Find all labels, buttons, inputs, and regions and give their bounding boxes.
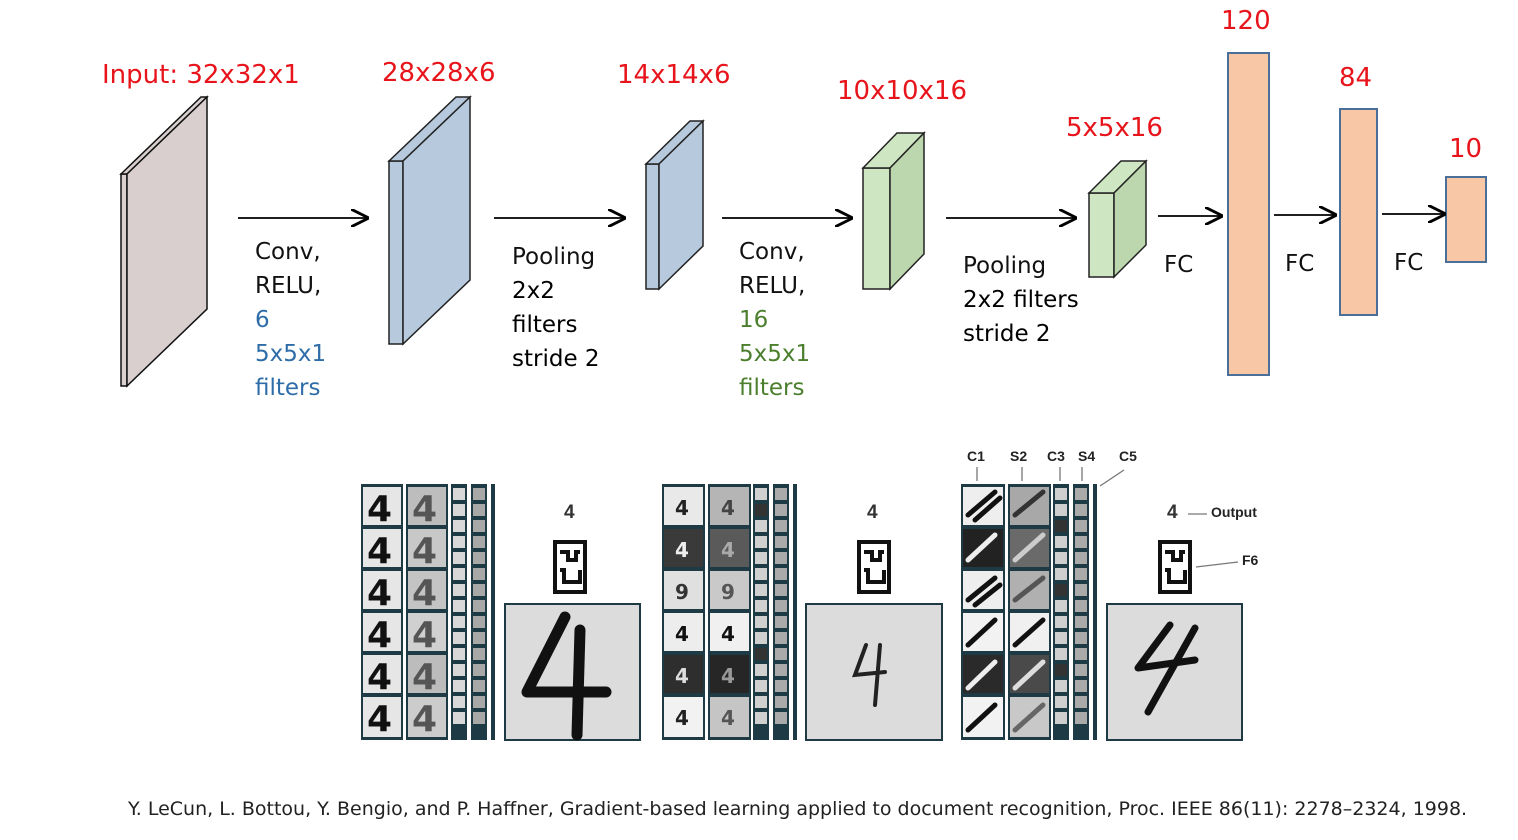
col-label-s4: S4 <box>1078 448 1096 464</box>
input-volume <box>119 95 209 388</box>
svg-text:4: 4 <box>721 538 735 562</box>
svg-text:4: 4 <box>367 699 392 740</box>
pool2-op-label: Pooling 2x2 filters stride 2 <box>963 249 1079 351</box>
svg-text:4: 4 <box>675 706 689 730</box>
svg-text:4: 4 <box>367 573 392 614</box>
fc3-op-label: FC <box>1394 250 1424 276</box>
feature-maps-panel-2: 4 4 9 4 4 4 4 4 9 4 4 4 <box>662 484 943 741</box>
pool1-size-label: 14x14x6 <box>617 60 731 90</box>
panel2-output-digit: 4 <box>867 502 878 523</box>
pool1-line-pooling: Pooling <box>512 244 596 270</box>
conv2-line-count: 16 <box>739 307 769 333</box>
svg-text:4: 4 <box>675 622 689 646</box>
conv2-line-conv: Conv, <box>739 239 805 265</box>
svg-text:4: 4 <box>412 489 437 530</box>
feature-maps-panel-3 <box>961 467 1243 741</box>
pool1-line-stride: stride 2 <box>512 346 600 372</box>
svg-text:9: 9 <box>721 580 735 604</box>
col-label-s2: S2 <box>1010 448 1028 464</box>
svg-text:4: 4 <box>721 496 735 520</box>
fc1-op-label: FC <box>1164 252 1194 278</box>
f6-pointer-label: F6 <box>1242 552 1259 568</box>
svg-text:4: 4 <box>412 699 437 740</box>
svg-text:4: 4 <box>412 615 437 656</box>
pool1-volume <box>644 119 705 291</box>
conv2-size-label: 10x10x16 <box>837 76 968 106</box>
output-pointer-label: Output <box>1211 504 1257 520</box>
svg-text:4: 4 <box>675 496 689 520</box>
fc2-op-label: FC <box>1285 251 1315 277</box>
svg-text:4: 4 <box>721 706 735 730</box>
svg-text:9: 9 <box>675 580 689 604</box>
pool1-line-filters: filters <box>512 312 578 338</box>
conv2-op-label: Conv, RELU, 16 5x5x1 filters <box>739 235 810 405</box>
svg-text:4: 4 <box>367 489 392 530</box>
fc84-size-label: 84 <box>1339 63 1373 93</box>
svg-text:4: 4 <box>412 531 437 572</box>
conv2-line-size: 5x5x1 <box>739 341 811 367</box>
svg-text:4: 4 <box>675 664 689 688</box>
pool2-size-label: 5x5x16 <box>1066 113 1163 143</box>
conv1-line-conv: Conv, <box>255 239 321 265</box>
col-label-c1: C1 <box>967 448 985 464</box>
conv1-line-count: 6 <box>255 307 270 333</box>
output-size-label: 10 <box>1449 134 1483 164</box>
fc120-layer <box>1227 52 1270 376</box>
svg-text:4: 4 <box>675 538 689 562</box>
conv1-line-relu: RELU, <box>255 273 322 299</box>
col-label-c3: C3 <box>1047 448 1065 464</box>
pool1-line-size: 2x2 <box>512 278 555 304</box>
pool2-line-stride: stride 2 <box>963 321 1051 347</box>
pool2-volume <box>1087 159 1148 279</box>
conv1-line-size: 5x5x1 <box>255 341 327 367</box>
svg-text:4: 4 <box>367 615 392 656</box>
pool2-line-filters: 2x2 filters <box>963 287 1079 313</box>
svg-text:4: 4 <box>412 573 437 614</box>
svg-text:4: 4 <box>721 622 735 646</box>
conv2-line-filters: filters <box>739 375 805 401</box>
svg-text:4: 4 <box>367 657 392 698</box>
conv1-line-filters: filters <box>255 375 321 401</box>
pool2-line-pooling: Pooling <box>963 253 1047 279</box>
fc84-layer <box>1339 108 1378 316</box>
svg-text:4: 4 <box>367 531 392 572</box>
panel3-output-digit: 4 <box>1167 502 1178 523</box>
input-size-label: Input: 32x32x1 <box>102 60 300 90</box>
fc120-size-label: 120 <box>1221 6 1271 36</box>
pool1-op-label: Pooling 2x2 filters stride 2 <box>512 240 600 376</box>
output-layer <box>1445 176 1487 263</box>
conv1-op-label: Conv, RELU, 6 5x5x1 filters <box>255 235 326 405</box>
conv1-size-label: 28x28x6 <box>382 58 496 88</box>
panel1-output-digit: 4 <box>564 502 575 523</box>
citation: Y. LeCun, L. Bottou, Y. Bengio, and P. H… <box>128 798 1468 820</box>
conv1-volume <box>387 95 472 346</box>
conv2-line-relu: RELU, <box>739 273 806 299</box>
col-label-c5: C5 <box>1119 448 1137 464</box>
svg-text:4: 4 <box>412 657 437 698</box>
conv2-volume <box>861 131 926 291</box>
svg-text:4: 4 <box>721 664 735 688</box>
feature-maps-panel-1: 4 4 4 4 4 4 4 4 4 4 4 4 <box>361 484 641 741</box>
